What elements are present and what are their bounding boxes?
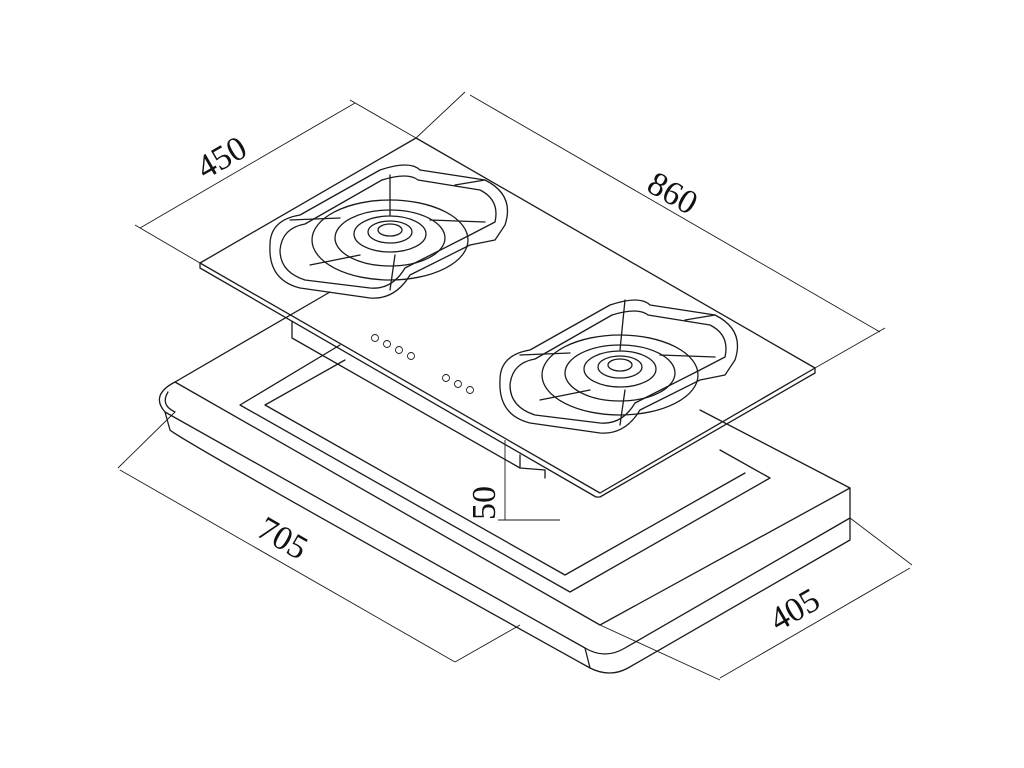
dimension-405: 405	[764, 581, 827, 639]
dimension-860: 860	[641, 165, 704, 223]
control-knobs-right	[442, 374, 474, 394]
burner-right	[499, 299, 739, 434]
hob-body	[291, 321, 546, 479]
glass-top	[199, 137, 816, 498]
control-knobs-left	[371, 334, 415, 360]
dimension-50: 50	[466, 486, 503, 520]
dimension-lines	[117, 91, 913, 681]
burner-left	[269, 164, 509, 299]
dimension-705: 705	[251, 510, 314, 568]
dimension-450: 450	[191, 129, 254, 187]
